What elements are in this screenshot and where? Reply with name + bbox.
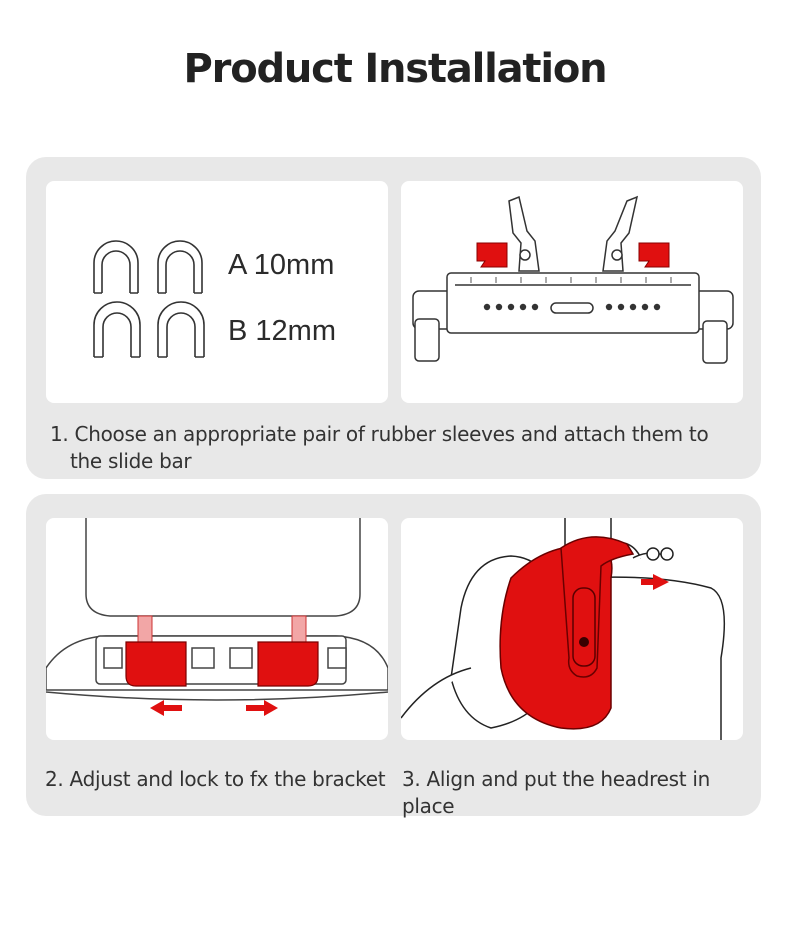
- steps-2-3-panel: 2. Adjust and lock to fx the bracket 3. …: [26, 494, 761, 818]
- rubber-sleeves-illustration: [93, 240, 205, 358]
- step3-caption: 3. Align and put the headrest in place: [402, 767, 710, 818]
- step1-caption-line1: 1. Choose an appropriate pair of rubber …: [50, 422, 709, 446]
- headrest-illustration: [401, 518, 726, 740]
- page-title: Product Installation: [183, 46, 608, 92]
- bracket-lock-card: [46, 518, 388, 740]
- size-a-label: A 10mm: [228, 249, 335, 281]
- step2-caption: 2. Adjust and lock to fx the bracket: [45, 767, 386, 791]
- size-b-label: B 12mm: [228, 315, 336, 347]
- slide-bar-illustration: [412, 195, 734, 364]
- step1-panel: A 10mm B 12mm: [26, 157, 761, 479]
- rubber-sleeves-card: A 10mm B 12mm: [46, 181, 388, 403]
- bracket-lock-illustration: [46, 518, 388, 716]
- step1-caption-line2: the slide bar: [70, 449, 192, 473]
- headrest-place-card: [401, 518, 743, 740]
- slide-bar-card: [401, 181, 743, 403]
